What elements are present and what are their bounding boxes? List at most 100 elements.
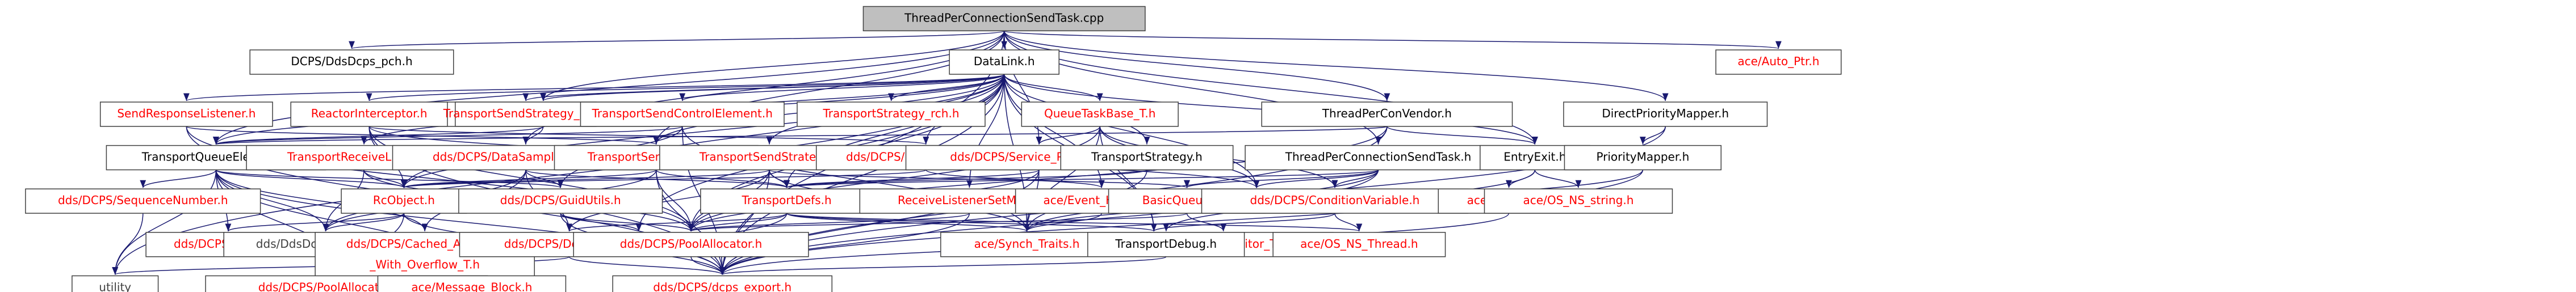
node-poolalloc[interactable]: dds/DCPS/PoolAllocator.h [573,232,809,257]
node-export[interactable]: dds/DCPS/dcps_export.h [612,275,833,292]
edge-root-tpcv [1003,31,1390,101]
edge-datalink-ri [366,74,1005,101]
edge-tdebug-export [719,256,1167,276]
edge-datalink-qtb [1003,74,1103,101]
node-box-datalink [949,49,1059,75]
node-tpcv[interactable]: ThreadPerConVendor.h [1261,101,1513,127]
node-condvar[interactable]: dds/DCPS/ConditionVariable.h [1201,188,1469,214]
edge-tsl-tdefs [656,169,790,188]
edge-svcp-tdefs [784,169,1040,188]
edge-ri-rceh [368,126,929,145]
edge-condvar-osthread [1334,213,1363,232]
node-seqnum[interactable]: dds/DCPS/SequenceNumber.h [25,188,261,214]
edge-entryexit-osstr [1534,170,1582,188]
edge-tstrat-tdefs [784,169,1147,188]
edge-tpcst-bq [1184,169,1379,188]
node-label-osstr: ace/OS_NS_string.h [1523,193,1634,207]
edge-tsl-rcobj [401,169,657,188]
edge-dse-guidutils [525,170,564,188]
edge-tdefs-poolalloc [688,213,788,232]
edge-datalink-tsce [679,74,1005,101]
node-box-srl [99,101,273,127]
node-label-srl: SendResponseListener.h [117,107,255,120]
node-label-osthread: ace/OS_NS_Thread.h [1300,237,1418,251]
node-datalink[interactable]: DataLink.h [949,49,1059,75]
node-qtb[interactable]: QueueTaskBase_T.h [1021,101,1179,127]
node-box-osstr [1484,188,1673,214]
node-label-tsend: TransportSendStrategy.h [699,150,839,164]
edge-rlsm-export [719,213,970,275]
node-guidutils[interactable]: dds/DCPS/GuidUtils.h [458,188,663,214]
edge-root-dds_pch [349,30,1005,49]
node-auto_ptr[interactable]: ace/Auto_Ptr.h [1715,49,1842,75]
edge-datalink-rcobj [401,74,1005,188]
edge-tpcst-condvar [1331,170,1379,188]
node-box-qtb [1021,101,1179,127]
node-box-guidutils [458,188,663,214]
node-tdebug[interactable]: TransportDebug.h [1087,232,1245,257]
edge-bq-bqv [1186,213,1227,232]
node-label-dds_pch: DCPS/DdsDcps_pch.h [291,54,412,68]
node-label-tsrch: TransportStrategy_rch.h [822,107,959,120]
node-srl[interactable]: SendResponseListener.h [99,101,273,127]
node-label-condvar: dds/DCPS/ConditionVariable.h [1250,193,1420,207]
edge-qtb-svcp [1036,126,1100,145]
edge-tpcv-entryexit [1387,126,1538,145]
node-box-pm [1564,145,1722,171]
node-label-dpm: DirectPriorityMapper.h [1602,107,1729,120]
edge-root-tse [540,31,1005,101]
edge-pm-export [719,170,1644,275]
edge-root-auto_ptr [1003,30,1781,49]
node-tpcst[interactable]: ThreadPerConnectionSendTask.h [1245,145,1512,171]
node-label-tpcst: ThreadPerConnectionSendTask.h [1285,150,1472,164]
edge-condvar-timetypes [1151,213,1335,232]
node-dpm[interactable]: DirectPriorityMapper.h [1563,101,1768,127]
node-ri[interactable]: ReactorInterceptor.h [290,101,448,127]
edge-evh-synch [1024,213,1103,232]
node-label-synch: ace/Synch_Traits.h [974,237,1080,251]
node-label-tpcv: ThreadPerConVendor.h [1322,107,1452,120]
edge-tsend-rcobj [401,169,770,188]
node-pm[interactable]: PriorityMapper.h [1564,145,1722,171]
node-osthread[interactable]: ace/OS_NS_Thread.h [1272,232,1446,257]
node-label-tdebug: TransportDebug.h [1115,237,1217,251]
node-box-tpcst [1245,145,1512,171]
node-msgblock[interactable]: ace/Message_Block.h [377,275,567,292]
node-osstr[interactable]: ace/OS_NS_string.h [1484,188,1673,214]
node-rcobj[interactable]: RcObject.h [341,188,467,214]
node-label-entryexit: EntryExit.h [1503,150,1566,164]
node-synch[interactable]: ace/Synch_Traits.h [940,232,1113,257]
node-label-qtb: QueueTaskBase_T.h [1044,107,1155,120]
node-box-tdebug [1087,232,1245,257]
edge-root-dpm [1003,31,1669,101]
node-box-ri [290,101,448,127]
node-box-dpm [1563,101,1768,127]
node-tstrat[interactable]: TransportStrategy.h [1060,145,1234,171]
node-dds_pch[interactable]: DCPS/DdsDcps_pch.h [249,49,454,75]
edge-tsce-tqe [213,126,683,145]
edge-qtb-timetypes [1099,126,1157,231]
node-tsce[interactable]: TransportSendControlElement.h [580,101,785,127]
edge-rceh-evh [925,169,1105,188]
edge-tpcst-acetask [1253,169,1379,188]
node-box-seqnum [25,188,261,214]
node-label-auto_ptr: ace/Auto_Ptr.h [1737,54,1819,68]
edge-rlsm-poolalloc [688,213,970,232]
node-tsrch[interactable]: TransportStrategy_rch.h [797,101,986,127]
edge-rcobj-ddsinfo [322,213,405,232]
node-root[interactable]: ThreadPerConnectionSendTask.cpp [862,6,1146,32]
edge-datalink-srl [183,74,1005,101]
node-label-datalink: DataLink.h [974,54,1035,68]
edge-tqe-seqnum [140,170,217,188]
edge-defs-export [568,256,726,276]
edge-tse-tqe [213,126,544,145]
node-label-pm: PriorityMapper.h [1596,150,1689,164]
edge-tdefs-defs [566,213,788,232]
edge-datalink-acetask [1003,74,1260,188]
edge-tqe-ddsinfo [215,170,329,231]
node-label-rcobj: RcObject.h [373,193,435,207]
edge-root-tpcst [1003,31,1381,145]
edge-svcp-export [719,170,1040,275]
node-tdefs[interactable]: TransportDefs.h [700,188,874,214]
